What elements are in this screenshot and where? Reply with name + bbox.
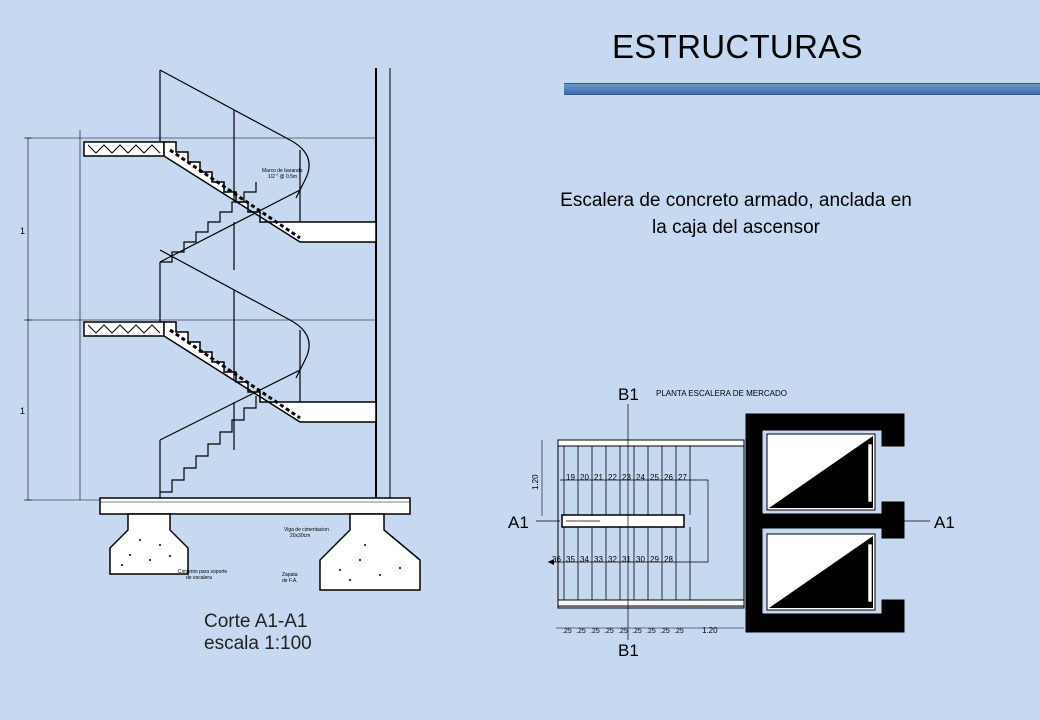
svg-text:23: 23	[622, 473, 631, 482]
bottom-flight-up	[160, 396, 257, 493]
note-footing: Cimiento para soporte	[178, 569, 227, 575]
svg-text:.25: .25	[590, 628, 600, 635]
slide-title: ESTRUCTURAS	[612, 28, 863, 65]
svg-text:.25: .25	[632, 628, 642, 635]
upper-flight-down	[163, 141, 377, 243]
section-caption-line-2: escala 1:100	[204, 633, 312, 654]
handrails	[159, 69, 310, 500]
svg-text:20: 20	[580, 473, 589, 482]
svg-text:36: 36	[552, 555, 561, 564]
svg-text:31: 31	[622, 555, 631, 564]
description-line-2: la caja del ascensor	[652, 217, 820, 238]
svg-text:.25: .25	[576, 628, 586, 635]
section-caption-line-1: Corte A1-A1	[204, 611, 308, 632]
svg-text:29: 29	[650, 555, 659, 564]
svg-text:26: 26	[664, 473, 673, 482]
plan-label-a1-left: A1	[508, 513, 529, 532]
svg-text:19: 19	[566, 473, 575, 482]
svg-text:.25: .25	[660, 628, 670, 635]
dim-mark-upper: 1	[20, 226, 25, 236]
middle-flight-up	[160, 182, 257, 263]
lower-flight-down	[163, 321, 377, 423]
plan-step-numbers-bottom: 36 35 34 33 32 31 30 29 28	[552, 555, 673, 564]
plan-label-a1-right: A1	[934, 513, 955, 532]
svg-text:21: 21	[594, 473, 603, 482]
plan-step-numbers-top: 19 20 21 22 23 24 25 26 27	[566, 473, 687, 482]
svg-text:28: 28	[664, 555, 673, 564]
plan-tread-dims: .25 .25 .25 .25 .25 .25 .25 .25 .25	[562, 628, 684, 635]
ground-slab	[99, 497, 411, 515]
stair-plan-drawing	[536, 404, 930, 640]
note-footing-2: de escalera	[186, 575, 212, 581]
note-rail-2: 1/2 " @ 0.5m	[268, 174, 297, 180]
note-rail: Marco de baranda	[262, 168, 303, 174]
plan-dim-bottom: 1.20	[702, 626, 718, 635]
svg-text:33: 33	[594, 555, 603, 564]
title-underline-bar	[564, 83, 1040, 95]
dim-mark-lower: 1	[20, 406, 25, 416]
elevator-shaft-walls	[745, 413, 905, 633]
left-footing	[109, 513, 189, 575]
note-beam: Viga de cimentacion	[284, 527, 329, 533]
svg-text:34: 34	[580, 555, 589, 564]
section-caption: Corte A1-A1 escala 1:100	[204, 611, 312, 655]
plan-central-wall	[561, 514, 685, 528]
svg-text:25: 25	[650, 473, 659, 482]
note-zapata: Zapata	[282, 572, 298, 578]
svg-text:.25: .25	[674, 628, 684, 635]
svg-text:.25: .25	[562, 628, 572, 635]
svg-text:24: 24	[636, 473, 645, 482]
note-beam-2: 20x30cm	[290, 533, 310, 539]
right-footing	[319, 513, 421, 591]
plan-dim-width: 1.20	[531, 474, 540, 490]
svg-text:27: 27	[678, 473, 687, 482]
footing-hatch	[121, 539, 401, 581]
svg-text:.25: .25	[604, 628, 614, 635]
plan-treads-top	[563, 446, 691, 515]
svg-text:.25: .25	[618, 628, 628, 635]
svg-text:32: 32	[608, 555, 617, 564]
svg-text:22: 22	[608, 473, 617, 482]
note-zapata-2: de F.A.	[282, 578, 298, 584]
svg-text:35: 35	[566, 555, 575, 564]
description-line-1: Escalera de concreto armado, anclada en	[560, 190, 912, 211]
plan-label-b1-bottom: B1	[618, 641, 639, 660]
svg-text:30: 30	[636, 555, 645, 564]
plan-treads-bottom	[563, 527, 691, 600]
slide-description: Escalera de concreto armado, anclada en …	[508, 187, 964, 241]
plan-label-b1-top: B1	[618, 385, 639, 404]
plan-title: PLANTA ESCALERA DE MERCADO	[656, 389, 787, 398]
svg-text:.25: .25	[646, 628, 656, 635]
